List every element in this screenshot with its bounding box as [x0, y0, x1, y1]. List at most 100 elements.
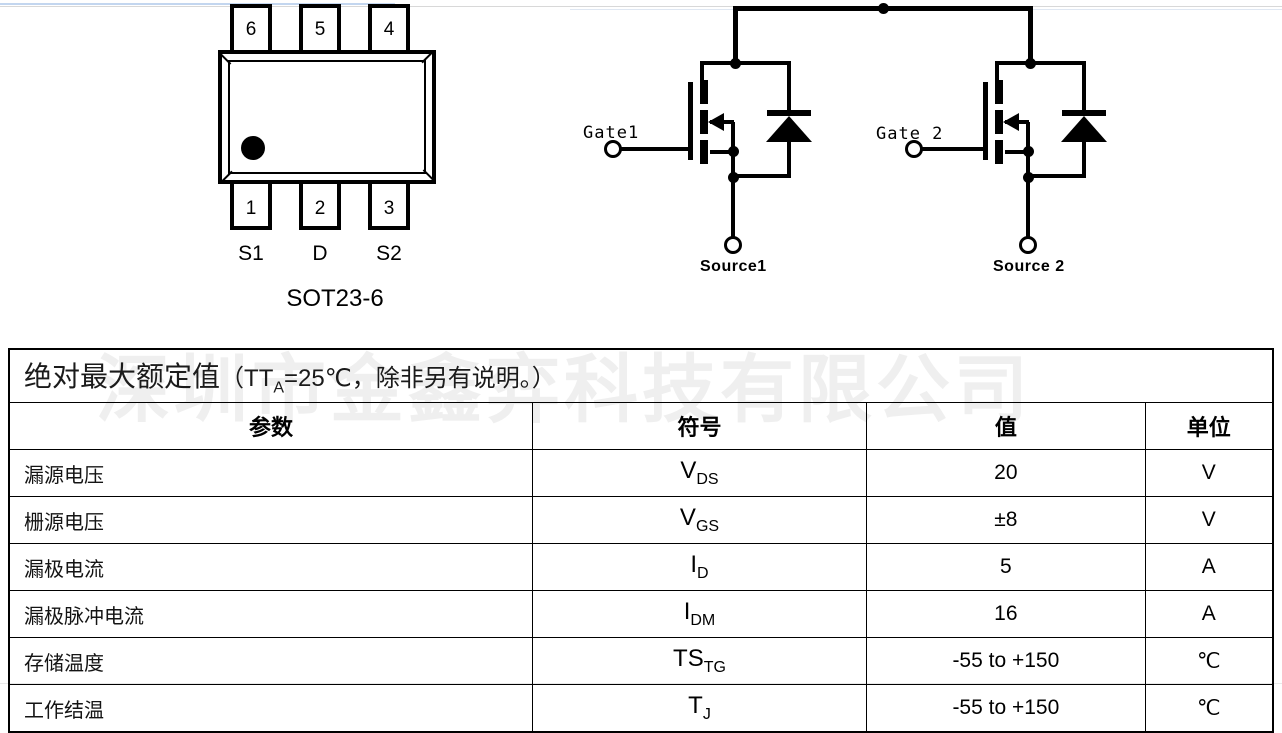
q2-source-label: Source 2 — [993, 258, 1065, 275]
column-header-value: 值 — [866, 402, 1146, 450]
q1-channel-segment-body — [700, 110, 708, 134]
table-title-row: 绝对最大额定值（TTA=25℃，除非另有说明。） — [8, 348, 1274, 403]
row-symbol-tj: TJ — [531, 684, 868, 733]
header-rule-blue — [0, 3, 395, 5]
header-rule-gray — [0, 6, 1282, 7]
table-title-cond-mid: =25℃，除非另有说明。） — [284, 364, 556, 392]
q2-channel-segment-body — [995, 110, 1003, 134]
absolute-maximum-ratings-table: 绝对最大额定值（TTA=25℃，除非另有说明。） 参数 符号 值 单位 漏源电压… — [8, 348, 1274, 733]
row-symbol-vds: VDS — [531, 449, 868, 497]
q2-diode-anode-wire-top — [1082, 61, 1086, 115]
pin-number-6: 6 — [245, 19, 257, 40]
schematic-diagram: Gate1 Source1 Gate 2 Source 2 — [0, 0, 1282, 330]
table-row: 工作结温 TJ -55 to +150 ℃ — [8, 684, 1274, 733]
q2-drain-stub — [995, 61, 999, 83]
table-row: 存储温度 TSTG -55 to +150 ℃ — [8, 637, 1274, 685]
row-value-tstg: -55 to +150 — [866, 637, 1146, 685]
symbol-sub: GS — [695, 517, 720, 535]
symbol-main: T — [688, 692, 703, 720]
q1-source-terminal[interactable] — [724, 236, 742, 254]
q1-diode-cathode-bar — [767, 110, 811, 116]
package-outline-diagram: 6 5 4 1 2 3 S1 D S2 SOT23-6 — [190, 0, 480, 325]
row-symbol-id: ID — [531, 543, 868, 591]
package-pin-3: 3 — [368, 176, 410, 230]
row-parameter-tj: 工作结温 — [8, 684, 533, 733]
q2-drain-wire-vertical — [1028, 6, 1033, 64]
table-title-cond-sub: A — [273, 379, 285, 397]
q1-gate-terminal[interactable] — [604, 140, 622, 158]
symbol-sub: J — [702, 705, 711, 723]
q1-gate-wire — [620, 147, 690, 151]
q2-channel-segment-drain — [995, 80, 1003, 104]
q2-drain-wire-to-channel — [995, 61, 1033, 65]
symbol-main: I — [683, 598, 691, 626]
column-header-symbol: 符号 — [531, 402, 868, 450]
row-unit-tj: ℃ — [1144, 684, 1274, 733]
pin-number-4: 4 — [383, 19, 395, 40]
row-parameter-id: 漏极电流 — [8, 543, 533, 591]
pin1-dot-icon — [241, 136, 265, 160]
pin-label-s1: S1 — [238, 242, 264, 265]
table-header-row: 参数 符号 值 单位 — [8, 402, 1274, 450]
q2-diode-anode-triangle-icon — [1061, 116, 1107, 142]
symbol-main: V — [679, 504, 696, 532]
table-title-cond-open: （T — [220, 364, 259, 392]
table-title-cn: 绝对最大额定值 — [24, 360, 221, 392]
symbol-sub: DM — [690, 611, 716, 629]
q2-gate-wire — [922, 147, 985, 151]
q1-drain-wire-to-channel — [700, 61, 738, 65]
q2-gate-bar — [983, 82, 988, 160]
table-row: 栅源电压 VGS ±8 V — [8, 496, 1274, 544]
row-unit-idm: A — [1144, 590, 1274, 638]
package-pin-6: 6 — [230, 4, 272, 58]
row-value-vgs: ±8 — [866, 496, 1146, 544]
q2-source-terminal[interactable] — [1019, 236, 1037, 254]
q1-source-wire-stub — [710, 150, 734, 154]
row-symbol-vgs: VGS — [531, 496, 868, 544]
q2-source-wire-stub — [1005, 150, 1029, 154]
q1-gate-bar — [688, 82, 693, 160]
table-row: 漏极脉冲电流 IDM 16 A — [8, 590, 1274, 638]
drain-tie-junction-dot — [878, 3, 889, 14]
q2-diode-cathode-bar — [1062, 110, 1106, 116]
package-name-label: SOT23-6 — [286, 285, 384, 312]
q2-body-arrow-icon — [1003, 113, 1019, 131]
symbol-sub: TG — [703, 658, 726, 676]
q2-diode-top-wire — [1028, 61, 1086, 65]
q1-diode-top-wire — [733, 61, 791, 65]
symbol-main: TS — [673, 645, 704, 673]
q2-gate-terminal[interactable] — [905, 140, 923, 158]
row-parameter-tstg: 存储温度 — [8, 637, 533, 685]
symbol-main: V — [680, 457, 697, 485]
row-value-id: 5 — [866, 543, 1146, 591]
row-value-idm: 16 — [866, 590, 1146, 638]
q1-source-wire-vertical — [731, 122, 735, 180]
pin-label-s2: S2 — [376, 242, 402, 265]
column-header-unit: 单位 — [1144, 402, 1274, 450]
pin-number-2: 2 — [314, 198, 326, 219]
table-row: 漏极电流 ID 5 A — [8, 543, 1274, 591]
symbol-sub: DS — [696, 470, 719, 488]
row-value-vds: 20 — [866, 449, 1146, 497]
q1-diode-cathode-wire-bottom — [787, 130, 791, 178]
row-parameter-idm: 漏极脉冲电流 — [8, 590, 533, 638]
row-symbol-idm: IDM — [531, 590, 868, 638]
row-unit-id: A — [1144, 543, 1274, 591]
q2-channel-segment-source — [995, 140, 1003, 164]
q1-diode-bottom-wire — [733, 174, 791, 178]
row-unit-vds: V — [1144, 449, 1274, 497]
column-header-parameter: 参数 — [8, 402, 533, 450]
q1-source-wire-to-terminal — [731, 178, 735, 240]
table-row: 漏源电压 VDS 20 V — [8, 449, 1274, 497]
q1-drain-stub — [700, 61, 704, 83]
q1-diode-anode-wire-top — [787, 61, 791, 115]
row-parameter-vds: 漏源电压 — [8, 449, 533, 497]
pin-number-1: 1 — [245, 198, 257, 219]
q1-channel-segment-drain — [700, 80, 708, 104]
q2-source-wire-to-terminal — [1026, 178, 1030, 240]
q1-gate-label: Gate1 — [583, 123, 640, 143]
table-title-cond-t: T — [258, 364, 274, 392]
row-symbol-tstg: TSTG — [531, 637, 868, 685]
symbol-sub: D — [697, 564, 709, 582]
row-parameter-vgs: 栅源电压 — [8, 496, 533, 544]
